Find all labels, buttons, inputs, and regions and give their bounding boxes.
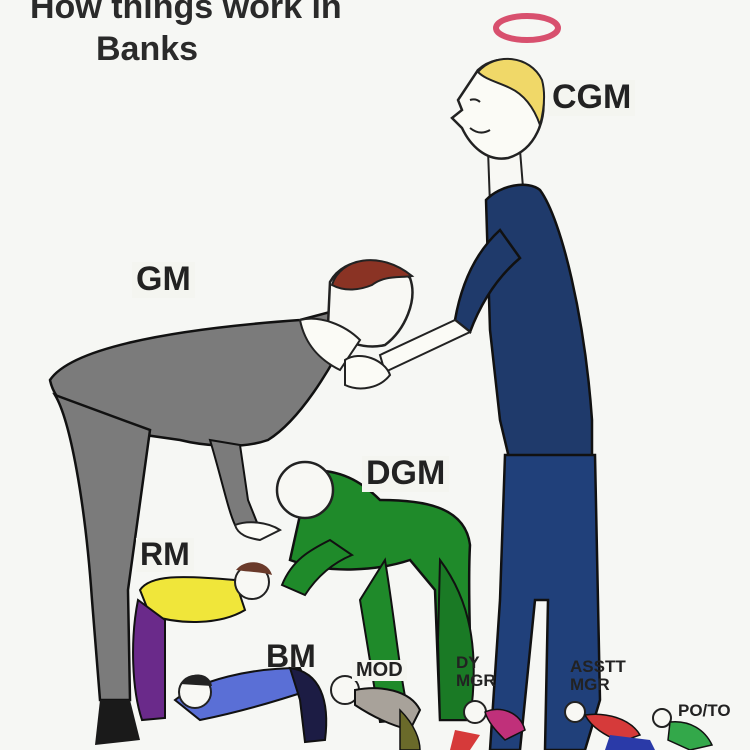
label-dy-mgr-line1: DY — [456, 653, 480, 672]
po-to-figure — [652, 708, 714, 750]
label-asstt-mgr: ASSTT MGR — [566, 658, 630, 694]
label-mod: MOD — [352, 660, 407, 681]
dgm-figure — [275, 460, 475, 724]
mod-figure — [330, 675, 422, 750]
bm-figure — [173, 666, 328, 744]
label-dy-mgr: DY MGR — [452, 654, 500, 690]
title-line-2: Banks — [96, 30, 199, 68]
dy-mgr-figure — [450, 700, 526, 750]
cgm-figure — [378, 13, 602, 750]
label-po-to: PO/TO — [678, 701, 731, 720]
label-asstt-mgr-line1: ASSTT — [570, 657, 626, 676]
label-gm: GM — [132, 261, 195, 298]
gm-figure — [48, 259, 415, 745]
label-asstt-mgr-line2: MGR — [570, 674, 610, 694]
label-cgm: CGM — [548, 79, 636, 116]
label-bm: BM — [266, 638, 316, 674]
page-title: How things work in Banks — [0, 0, 420, 70]
label-dgm: DGM — [362, 455, 450, 492]
halo-icon — [493, 13, 561, 43]
label-dy-mgr-line2: MGR — [456, 670, 496, 690]
rm-figure — [132, 562, 272, 722]
label-rm: RM — [136, 537, 194, 572]
asstt-mgr-figure — [564, 701, 655, 750]
title-line-1: How things work in — [30, 0, 342, 26]
